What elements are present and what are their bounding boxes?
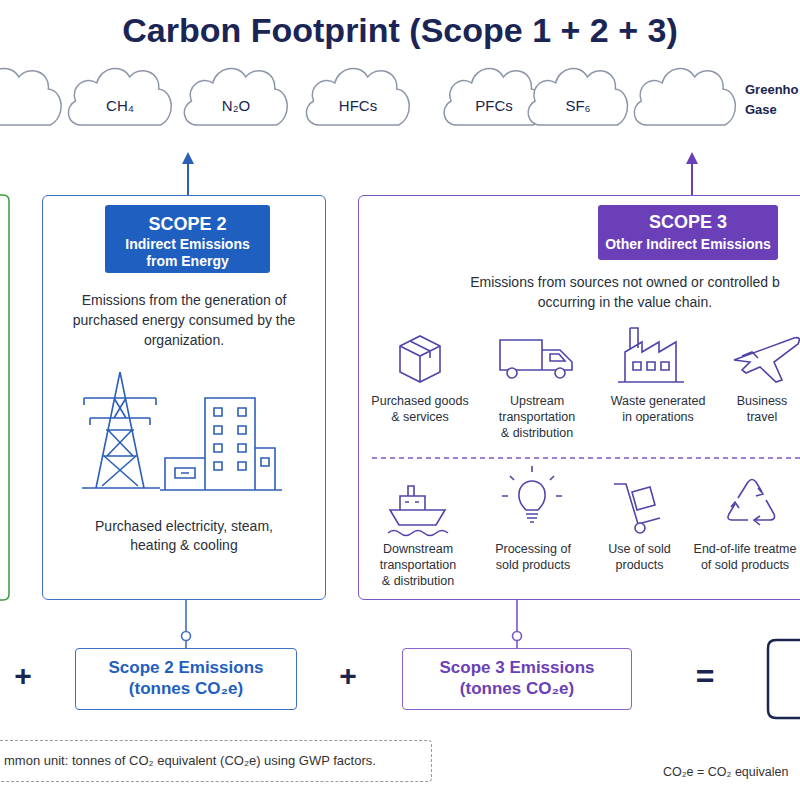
category-label: Downstream transportation & distribution	[376, 541, 460, 589]
emissions-total: Scope 2 Emissions (tonnes CO₂e)	[95, 657, 277, 699]
cloud-shape	[634, 68, 735, 125]
gas-formula: CH₄	[62, 97, 178, 115]
scope-description: Emissions from sources not owned or cont…	[445, 272, 800, 312]
scope-header: SCOPE 2Indirect Emissions from Energy	[105, 205, 270, 273]
cloud-shape	[0, 68, 61, 125]
category-separator	[372, 457, 800, 458]
category-label: Purchased goods & services	[368, 393, 472, 425]
gas-cloud: SF₆	[522, 55, 634, 135]
footnote: CO₂e = CO₂ equivalen	[663, 764, 800, 780]
connector-line	[516, 600, 518, 648]
scope-number: SCOPE 3	[598, 211, 778, 233]
unit-note-box: mmon unit: tonnes of CO₂ equivalent (CO₂…	[0, 740, 432, 782]
factory-icon	[618, 328, 684, 382]
plus-sign: +	[10, 658, 36, 694]
hand-truck-icon	[614, 484, 660, 524]
recycle-icon	[728, 480, 775, 526]
gas-cloud: HFCs	[300, 55, 416, 135]
unit-note: mmon unit: tonnes of CO₂ equivalent (CO₂…	[4, 752, 424, 769]
arrow-head	[686, 152, 698, 164]
plus-sign: +	[335, 658, 361, 694]
cloud-outline	[300, 55, 416, 135]
emissions-total: Scope 3 Emissions (tonnes CO₂e)	[426, 657, 608, 699]
emission-arrow	[187, 162, 189, 195]
lightbulb-icon	[502, 466, 562, 522]
scope-number: SCOPE 2	[105, 213, 270, 235]
equals-sign: =	[691, 658, 719, 694]
box-icon	[400, 336, 440, 382]
emissions-total-box: Scope 2 Emissions (tonnes CO₂e)	[75, 648, 297, 710]
connector-dot	[513, 632, 522, 641]
arrow-head	[182, 152, 194, 164]
diagram-title: Carbon Footprint (Scope 1 + 2 + 3)	[0, 10, 800, 50]
energy-sources: Purchased electricity, steam, heating & …	[94, 517, 274, 555]
gas-formula: N₂O	[178, 97, 294, 115]
category-label: Business travel	[727, 393, 797, 425]
scope-subtitle: Indirect Emissions from Energy	[117, 236, 258, 270]
gas-group-label: Greenho Gase	[745, 80, 800, 120]
gas-cloud: N₂O	[178, 55, 294, 135]
ship-icon	[388, 486, 448, 536]
scope1-box-edge	[0, 195, 9, 600]
connector-group	[182, 600, 191, 648]
scope-panel: Emissions from the generation of purchas…	[42, 195, 326, 600]
gas-formula: SF₆	[522, 97, 634, 115]
cloud-shape	[306, 68, 409, 125]
connector-line	[185, 600, 187, 648]
gas-cloud: CH₄	[62, 55, 178, 135]
category-label: Waste generated in operations	[608, 393, 708, 425]
emissions-total-box: Scope 3 Emissions (tonnes CO₂e)	[402, 648, 632, 710]
cloud-shape	[184, 68, 287, 125]
cloud-shape	[528, 68, 627, 125]
scope-description: Emissions from the generation of purchas…	[68, 290, 300, 350]
power-tower-icon	[82, 372, 160, 488]
category-label: Processing of sold products	[489, 541, 577, 573]
category-label: Upstream transportation & distribution	[495, 393, 579, 441]
truck-icon	[500, 340, 572, 370]
cloud-shape	[68, 68, 171, 125]
total-box-edge	[768, 640, 800, 718]
connector-group	[513, 600, 522, 648]
building-icon	[160, 398, 282, 490]
hand-truck-wheel	[635, 523, 645, 533]
scope-header: SCOPE 3 Other Indirect Emissions	[598, 205, 778, 260]
cloud-outline	[522, 55, 634, 135]
airplane-icon	[734, 338, 799, 382]
gas-formula: HFCs	[300, 97, 416, 115]
truck-wheel	[555, 368, 565, 378]
category-label: End-of-life treatme of sold products	[692, 541, 798, 573]
connector-dot	[182, 632, 191, 641]
category-label: Use of sold products	[602, 541, 677, 573]
cloud-outline	[178, 55, 294, 135]
emission-arrow	[691, 162, 693, 195]
cloud-outline	[62, 55, 178, 135]
scope-subtitle: Other Indirect Emissions	[600, 236, 776, 253]
truck-wheel	[507, 368, 517, 378]
